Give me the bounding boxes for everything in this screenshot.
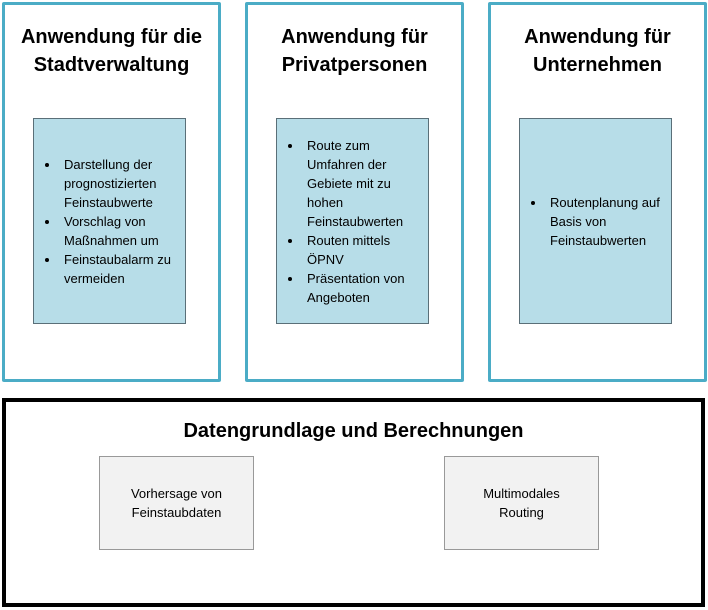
list-item: Darstellung der prognostizierten Feinsta… bbox=[60, 155, 185, 212]
list-item: Routen mittels ÖPNV bbox=[303, 231, 428, 269]
feature-box: Darstellung der prognostizierten Feinsta… bbox=[33, 118, 186, 324]
feature-box: Routenplanung auf Basis von Feinstaubwer… bbox=[519, 118, 672, 324]
list-item: Vorschlag von Maßnahmen um bbox=[60, 212, 185, 250]
box-line: Routing bbox=[499, 505, 544, 520]
list-item: Präsentation von Angeboten bbox=[303, 269, 428, 307]
list-item: Feinstaubalarm zu vermeiden bbox=[60, 250, 185, 288]
title-line: Privatpersonen bbox=[281, 54, 428, 76]
list-item: Route zum Umfahren der Gebiete mit zu ho… bbox=[303, 136, 428, 231]
title-line: Unternehmen bbox=[533, 54, 662, 76]
title-line: Anwendung für bbox=[524, 26, 671, 48]
data-foundation-panel: Datengrundlage und Berechnungen Vorhersa… bbox=[2, 398, 705, 607]
list-item: Routenplanung auf Basis von Feinstaubwer… bbox=[546, 193, 671, 250]
title-line: Stadtverwaltung bbox=[33, 54, 190, 76]
box-line: Multimodales bbox=[483, 486, 560, 501]
box-line: Vorhersage von bbox=[130, 486, 223, 501]
panel-title: Datengrundlage und Berechnungen bbox=[183, 420, 524, 442]
feature-box: Route zum Umfahren der Gebiete mit zu ho… bbox=[276, 118, 429, 324]
box-line: Feinstaubdaten bbox=[131, 505, 222, 520]
title-line: Anwendung für bbox=[281, 26, 428, 48]
title-line: Anwendung für die bbox=[20, 26, 203, 48]
